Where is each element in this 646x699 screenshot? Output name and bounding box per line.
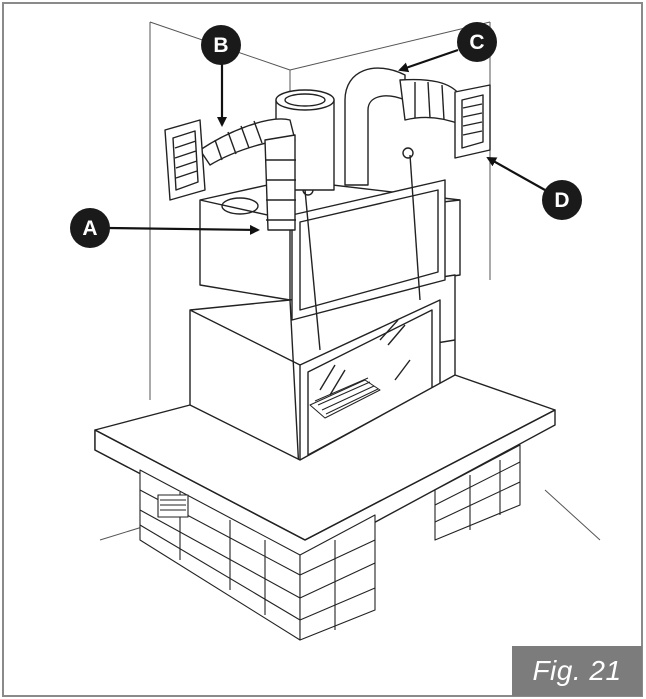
arrow-A	[107, 224, 260, 235]
callout-circle	[457, 22, 497, 62]
arrow-C	[398, 48, 459, 73]
glass-door	[299, 299, 441, 466]
figure-caption: Fig. 21	[512, 646, 642, 696]
brick-base	[139, 444, 521, 641]
bend-duct-right	[344, 67, 463, 186]
callout-circle	[201, 25, 241, 65]
vent-grille-right	[454, 84, 491, 159]
callout-circle	[542, 180, 582, 220]
callout-label-a: A	[82, 217, 97, 240]
vent-grille-left	[164, 119, 206, 201]
callout-b: B	[201, 25, 241, 65]
flex-duct-left	[199, 118, 296, 231]
callout-circle	[70, 208, 110, 248]
door-frame-upper	[291, 147, 446, 351]
hood-opening	[221, 197, 259, 215]
callout-arrows	[107, 48, 546, 235]
callout-label-b: B	[213, 34, 228, 57]
callout-label-c: C	[469, 31, 484, 54]
callout-c: C	[457, 22, 497, 62]
callout-label-d: D	[554, 189, 569, 212]
log-grate	[309, 377, 381, 419]
hearth-slab	[94, 374, 556, 561]
callout-a: A	[70, 208, 110, 248]
arrow-D	[486, 157, 546, 191]
callout-d: D	[542, 180, 582, 220]
